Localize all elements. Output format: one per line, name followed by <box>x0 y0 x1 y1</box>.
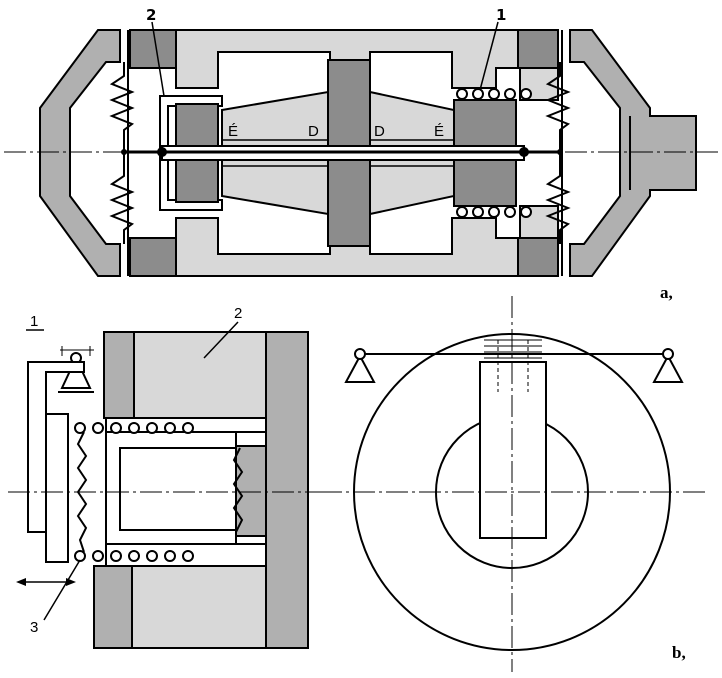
armature-bar <box>479 361 547 539</box>
leader-1-a <box>479 21 499 91</box>
left-end-cap <box>39 29 121 277</box>
label-d-right: D <box>374 123 385 140</box>
spring-left-top <box>109 62 135 150</box>
figure-a: 2 1 É D D É a, <box>4 6 718 302</box>
inner-frame <box>159 95 223 211</box>
corner-block-bottom-right <box>517 237 559 277</box>
housing-b-bottom-dark <box>93 565 133 649</box>
support-triangle-b-left <box>344 353 376 383</box>
support-hinge-b-left <box>354 348 366 360</box>
coil-top <box>456 88 532 100</box>
label-d-left: D <box>308 123 319 140</box>
spring-left-bottom <box>109 154 135 244</box>
corner-block-top-left <box>129 29 177 69</box>
support-triangle-b-right <box>652 353 684 383</box>
magnet-left-top <box>175 103 219 149</box>
coil-b-bottom <box>74 550 194 562</box>
label-part-1-a: 1 <box>496 6 506 24</box>
leader-3-b <box>43 559 81 621</box>
magnet-left-bottom <box>175 157 219 203</box>
figure-b-section: 1 <box>8 305 320 649</box>
housing-b-top-dark <box>103 331 135 419</box>
coil-b-top <box>74 422 194 434</box>
support-hinge-b-right <box>662 348 674 360</box>
arrowhead-left <box>16 578 26 586</box>
figure-b-end-view: b, <box>320 296 706 672</box>
housing-b-right-wall <box>265 331 309 649</box>
label-part-2-b: 2 <box>234 305 242 322</box>
housing-top <box>129 29 559 101</box>
plate-inner <box>45 413 69 563</box>
leader-2-b <box>203 321 239 359</box>
label-part-1-b: 1 <box>30 313 38 330</box>
movable-plate <box>27 361 85 533</box>
armature-lines <box>484 339 542 359</box>
inner-cup <box>105 431 237 545</box>
spring-right-top <box>545 62 571 150</box>
label-e-right: É <box>434 123 444 140</box>
magnet-right-top <box>453 99 517 149</box>
caption-a: a, <box>660 283 673 302</box>
break-line-right <box>232 447 244 533</box>
corner-block-top-right <box>517 29 559 69</box>
corner-block-bottom-left <box>129 237 177 277</box>
leader-2-a <box>151 21 165 97</box>
label-part-2-a: 2 <box>146 6 156 24</box>
magnet-right-bottom <box>453 157 517 207</box>
coil-bottom <box>456 206 532 218</box>
label-part-3-b: 3 <box>30 619 38 636</box>
joint-right-inner <box>519 147 529 157</box>
label-e-left: É <box>228 123 238 140</box>
caption-b: b, <box>672 643 686 662</box>
spring-right-bottom <box>545 154 571 244</box>
right-end-cap <box>569 29 697 277</box>
housing-bottom <box>129 205 559 277</box>
